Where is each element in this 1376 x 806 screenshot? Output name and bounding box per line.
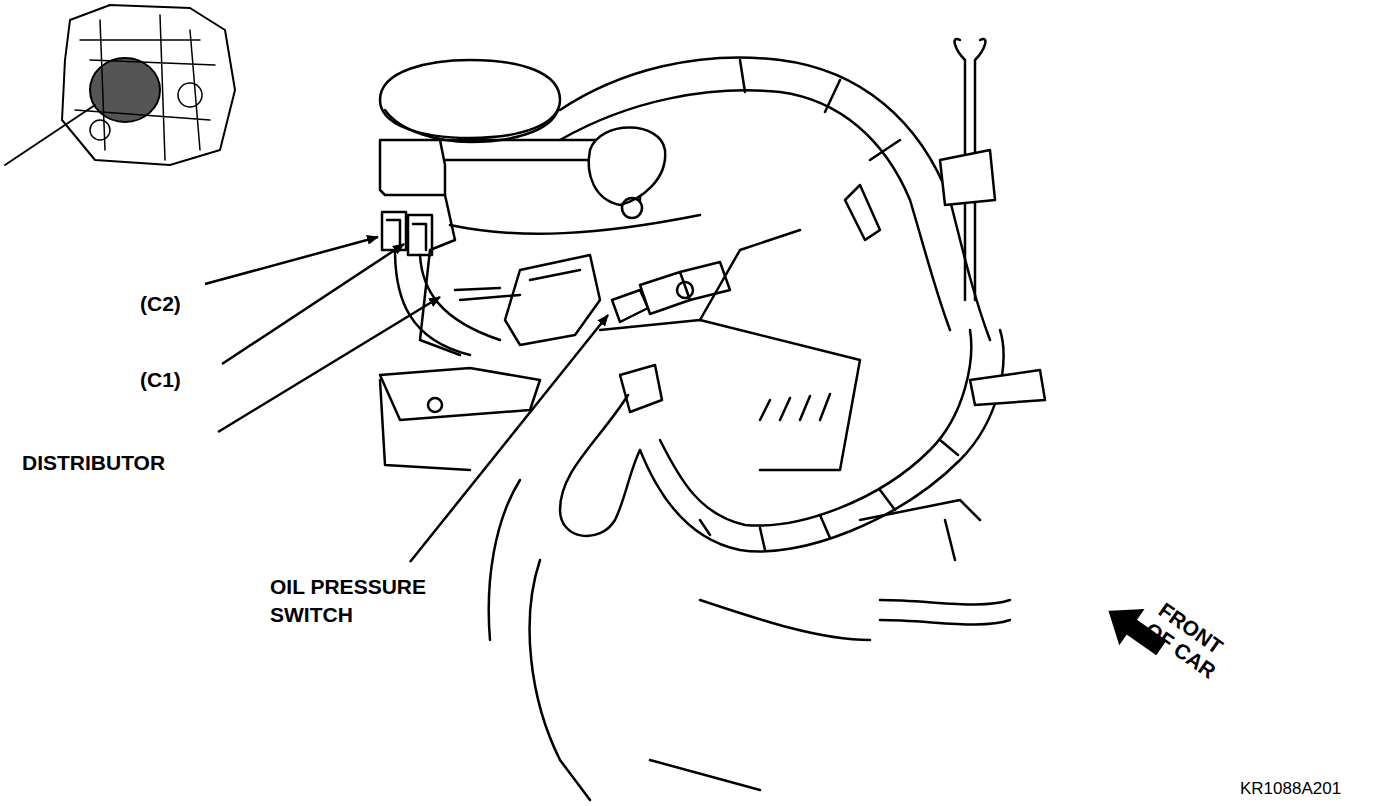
inset-thumbnail [5,5,235,165]
leader-line [222,244,404,364]
part-label: KR1088A201 [1240,778,1370,799]
leader-line [218,297,440,432]
leader-line [410,315,608,562]
part-label: (C1) [140,366,220,394]
part-label: FRONT OF CAR [1140,598,1241,689]
part-label: (C2) [140,290,220,318]
part-label: DISTRIBUTOR [22,449,222,477]
part-label: OIL PRESSURE SWITCH [270,573,470,629]
